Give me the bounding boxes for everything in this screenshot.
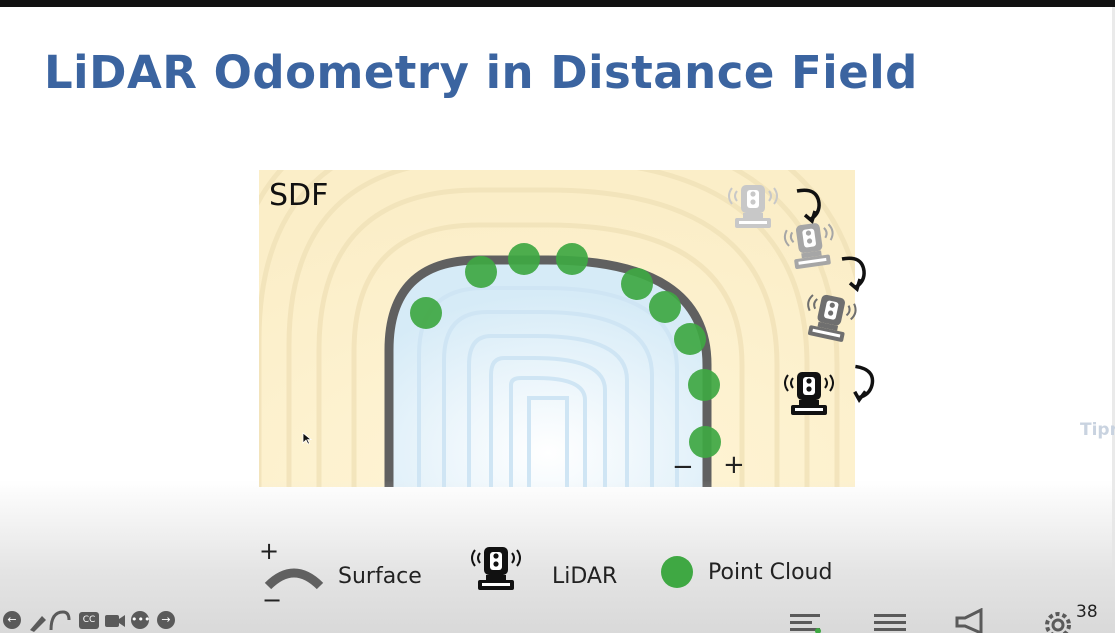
lidar-icon [728,184,778,229]
notes-icon[interactable] [872,610,910,633]
point-cloud-point [465,256,497,288]
bottom-overlay [0,480,1115,633]
undo-icon[interactable] [47,608,73,632]
list-icon[interactable] [788,610,826,633]
point-cloud-point [688,369,720,401]
point-cloud-point [674,323,706,355]
point-cloud-point [689,426,721,458]
lidar-icon [784,371,834,416]
slide-title: LiDAR Odometry in Distance Field [44,46,918,99]
rotate-arrow-icon [840,256,866,291]
surface-legend-minus: − [262,586,283,614]
point-cloud-point [556,243,588,275]
surface-legend-icon [264,568,324,590]
point-cloud-point [410,297,442,329]
surface-curve [384,255,712,487]
point-cloud-legend-icon [661,556,693,588]
ghost-text: Tipr [1080,420,1115,440]
rotate-arrow-icon [843,363,879,404]
gear-icon[interactable] [1040,607,1080,633]
lidar-legend-label: LiDAR [552,564,618,589]
plus-sign: + [723,450,745,480]
point-cloud-point [508,243,540,275]
volume-icon[interactable] [953,608,993,633]
arrow-left-icon[interactable]: ← [3,611,21,629]
point-cloud-point [621,268,653,300]
cc-button[interactable]: CC [79,612,99,629]
rotate-arrow-icon [795,188,821,223]
lidar-icon [800,290,859,345]
lidar-legend-icon [471,547,521,590]
more-icon[interactable]: ••• [131,611,150,629]
minus-sign: − [672,452,694,482]
surface-legend-plus: + [259,537,280,565]
point-cloud-legend-label: Point Cloud [708,560,833,585]
surface-legend-label: Surface [338,564,422,589]
arrow-right-icon[interactable]: → [157,611,175,629]
lidar-motion-sequence [728,184,879,416]
camera-icon[interactable] [104,612,126,630]
mouse-cursor-icon [302,432,312,445]
sdf-label: SDF [269,178,329,213]
pen-icon[interactable] [27,612,49,632]
point-cloud-point [649,291,681,323]
lidar-icon [782,219,838,272]
window-edge [1112,7,1115,633]
page-number: 38 [1076,602,1098,622]
top-bar [0,0,1115,7]
